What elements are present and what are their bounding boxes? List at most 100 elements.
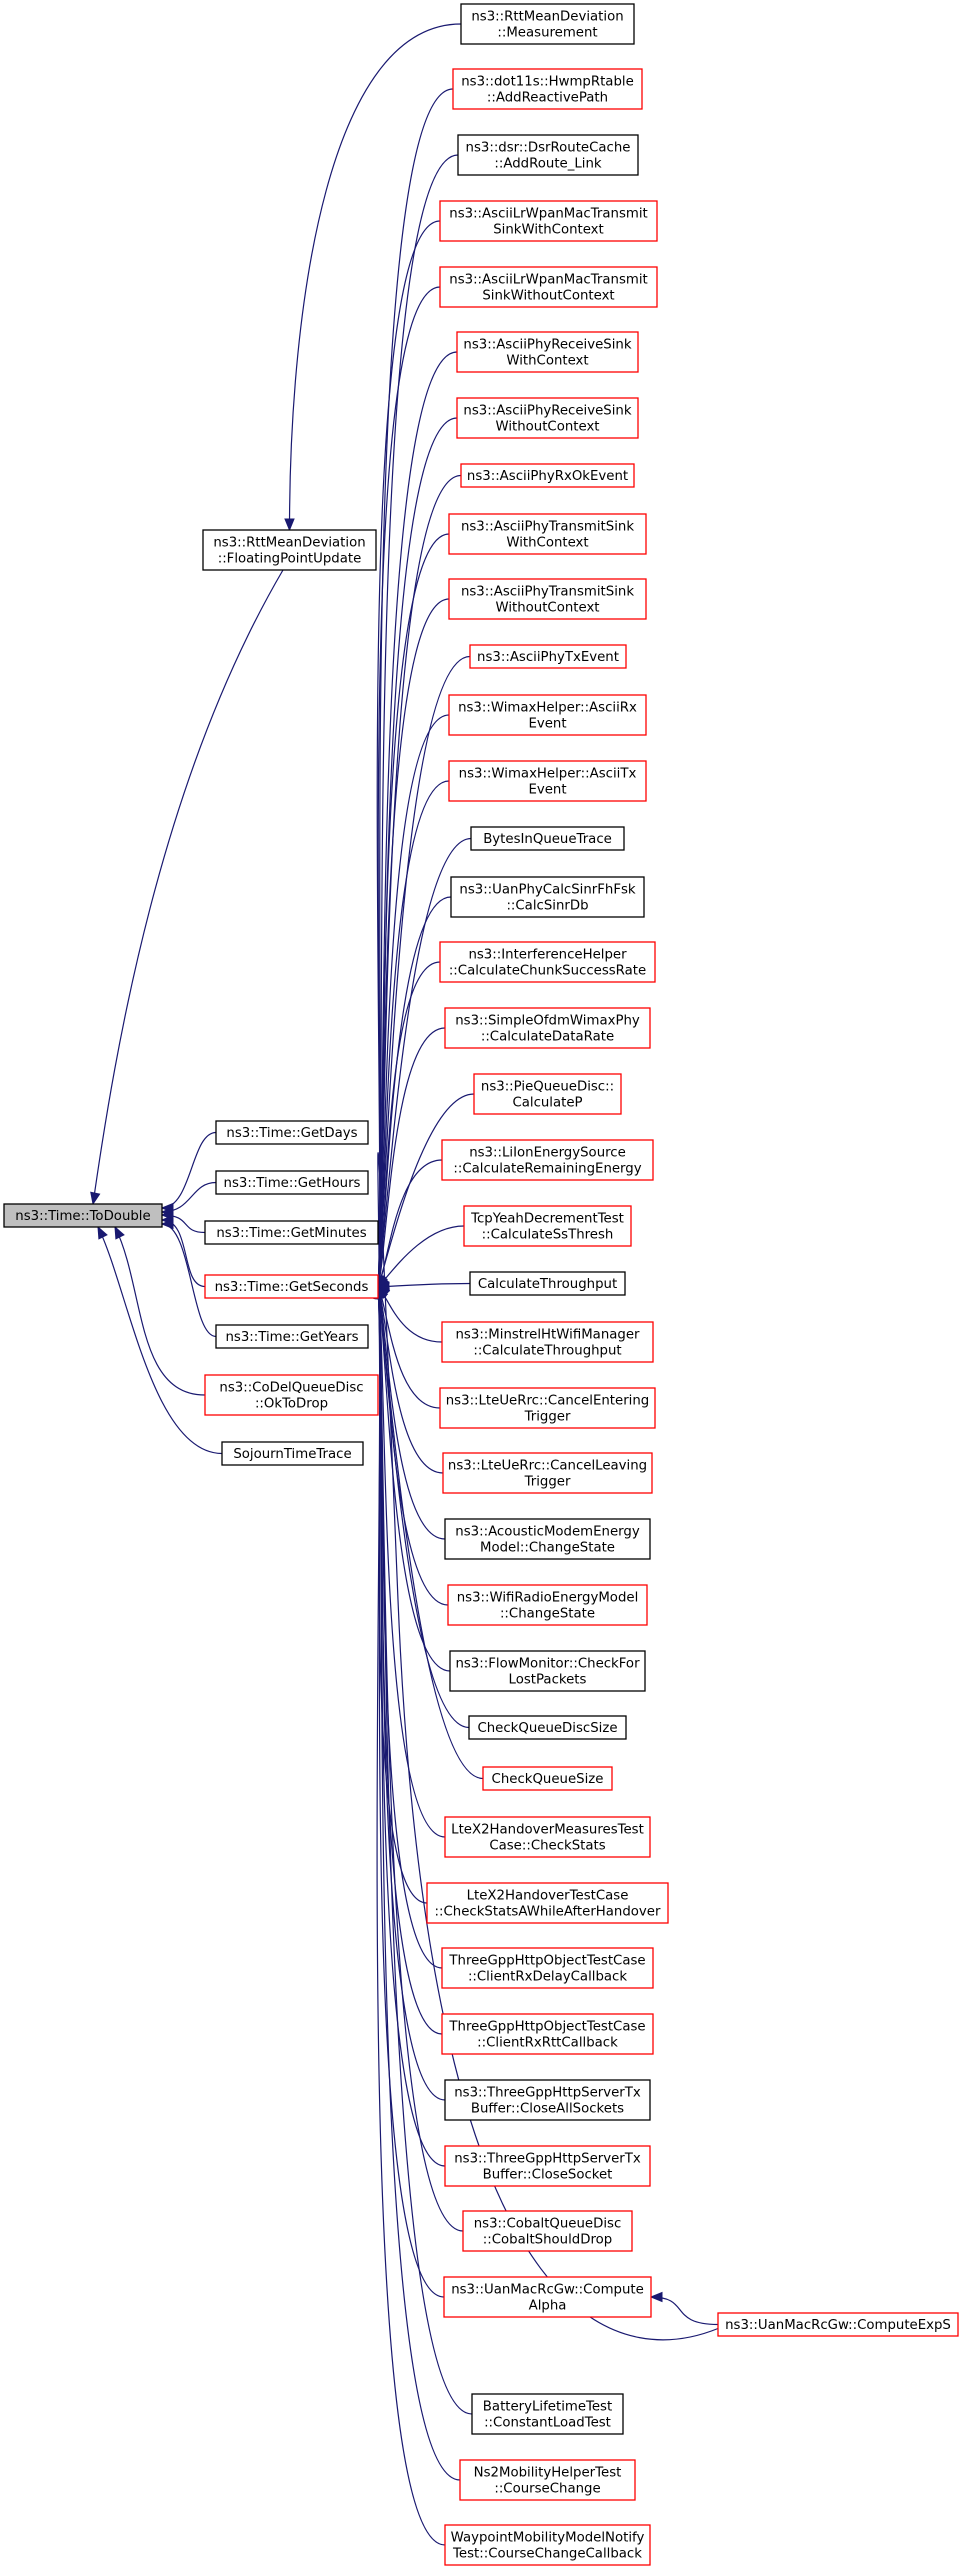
node-label: ns3::MinstrelHtWifiManager (456, 1328, 641, 1343)
node-box (462, 2210, 633, 2252)
node-sojourntimetrace[interactable]: SojournTimeTrace (221, 1441, 364, 1466)
node-label: ns3::dsr::DsrRouteCache (466, 141, 631, 156)
node-ns3-time-todouble[interactable]: ns3::Time::ToDouble (3, 1203, 163, 1228)
node-label: ns3::WimaxHelper::AsciiTx (459, 767, 637, 782)
node-ns3-interferencehelper-calculatechunksuccessrate[interactable]: ns3::InterferenceHelper::CalculateChunkS… (439, 941, 656, 983)
node-ns2mobilityhelpertest-coursechange[interactable]: Ns2MobilityHelperTest::CourseChange (459, 2459, 636, 2501)
node-threegpphttpobjecttestcase-clientrxdelaycallback[interactable]: ThreeGppHttpObjectTestCase::ClientRxDela… (441, 1947, 654, 1989)
node-ns3-rttmeandeviation-floatingpointupdate[interactable]: ns3::RttMeanDeviation::FloatingPointUpda… (202, 529, 377, 571)
node-box (473, 1073, 622, 1115)
node-box (441, 1947, 654, 1989)
node-box (441, 1139, 654, 1181)
edge-getyears-to-todouble (161, 1223, 217, 1338)
edge-c2-to-getseconds (377, 154, 459, 1288)
graph-edges (90, 23, 719, 2546)
node-ns3-asciiphyrxokevent[interactable]: ns3::AsciiPhyRxOkEvent (460, 463, 635, 488)
node-label: ns3::AsciiPhyReceiveSink (463, 404, 631, 419)
edge-c28-to-getseconds (377, 1286, 484, 1780)
edge-c37-to-getseconds (377, 1152, 719, 2341)
node-box (443, 2276, 652, 2318)
node-calculatethroughput[interactable]: CalculateThroughput (469, 1271, 626, 1296)
node-ns3-uanmacrcgw-computeexps[interactable]: ns3::UanMacRcGw::ComputeExpS (717, 2312, 959, 2337)
node-ns3-threegpphttpservertxbuffer-closeallsockets[interactable]: ns3::ThreeGppHttpServerTxBuffer::CloseAl… (444, 2079, 651, 2121)
edge-c39-to-getseconds (377, 1286, 461, 2481)
node-box (444, 2079, 651, 2121)
node-ns3-codelqueuedisc-oktodrop[interactable]: ns3::CoDelQueueDisc::OkToDrop (204, 1374, 379, 1416)
node-label: ns3::Time::GetMinutes (216, 1226, 366, 1241)
node-label: ::CalculateSsThresh (482, 1228, 614, 1243)
node-label: WithoutContext (495, 601, 599, 616)
node-ns3-simpleofdmwimaxphy-calculatedatarate[interactable]: ns3::SimpleOfdmWimaxPhy::CalculateDataRa… (444, 1007, 651, 1049)
node-ns3-cobaltqueuedisc-cobaltshoulddrop[interactable]: ns3::CobaltQueueDisc::CobaltShouldDrop (462, 2210, 633, 2252)
node-label: ns3::UanPhyCalcSinrFhFsk (459, 883, 636, 898)
node-box (447, 1584, 648, 1626)
node-box (426, 1882, 669, 1924)
node-label: ns3::AsciiPhyTransmitSink (461, 585, 634, 600)
node-label: ::ConstantLoadTest (484, 2416, 611, 2431)
node-label: CalculateThroughput (478, 1277, 617, 1292)
node-ns3-asciilrwpanmactransmitsinkwithoutcontext[interactable]: ns3::AsciiLrWpanMacTransmitSinkWithoutCo… (439, 266, 658, 308)
node-ns3-liionenergysource-calculateremainingenergy[interactable]: ns3::LiIonEnergySource::CalculateRemaini… (441, 1139, 654, 1181)
node-threegpphttpobjecttestcase-clientrxrttcallback[interactable]: ThreeGppHttpObjectTestCase::ClientRxRttC… (441, 2013, 654, 2055)
node-label: SojournTimeTrace (233, 1447, 351, 1462)
node-ns3-piequeuedisc-calculatep[interactable]: ns3::PieQueueDisc::CalculateP (473, 1073, 622, 1115)
node-tcpyeahdecrementtest-calculatessthresh[interactable]: TcpYeahDecrementTest::CalculateSsThresh (463, 1205, 632, 1247)
node-ns3-dsr-dsrroutecache-addroute-link[interactable]: ns3::dsr::DsrRouteCache::AddRoute_Link (457, 134, 639, 176)
node-box (463, 1205, 632, 1247)
edge-c18-to-getseconds (377, 1159, 443, 1288)
node-box (444, 2145, 651, 2187)
node-box (471, 2393, 624, 2435)
node-batterylifetimetest-constantloadtest[interactable]: BatteryLifetimeTest::ConstantLoadTest (471, 2393, 624, 2435)
node-label: ::Measurement (497, 26, 597, 41)
node-bytesinqueuetrace[interactable]: BytesInQueueTrace (470, 826, 625, 851)
node-ns3-minstrelhtwifimanager-calculatethroughput[interactable]: ns3::MinstrelHtWifiManager::CalculateThr… (441, 1321, 654, 1363)
node-checkqueuesize[interactable]: CheckQueueSize (482, 1766, 613, 1791)
node-ns3-dot11s-hwmprtable-addreactivepath[interactable]: ns3::dot11s::HwmpRtable::AddReactivePath (452, 68, 643, 110)
node-label: ::CourseChange (494, 2482, 600, 2497)
node-label: ns3::RttMeanDeviation (213, 536, 365, 551)
node-box (717, 2312, 959, 2337)
node-box (215, 1324, 369, 1349)
node-checkqueuediscsize[interactable]: CheckQueueDiscSize (468, 1715, 627, 1740)
node-ns3-wifiradioenergymodel-changestate[interactable]: ns3::WifiRadioEnergyModel::ChangeState (447, 1584, 648, 1626)
node-label: ns3::Time::GetHours (224, 1176, 361, 1191)
node-ns3-time-getseconds[interactable]: ns3::Time::GetSeconds (204, 1274, 379, 1299)
node-label: Trigger (524, 1475, 571, 1490)
node-box (444, 1816, 651, 1858)
node-ns3-time-getminutes[interactable]: ns3::Time::GetMinutes (204, 1220, 379, 1245)
node-label: Buffer::CloseAllSockets (471, 2102, 624, 2117)
node-ltex2handovertestcase-checkstatsawhileafterhandover[interactable]: LteX2HandoverTestCase::CheckStatsAWhileA… (426, 1882, 669, 1924)
node-ns3-rttmeandeviation-measurement[interactable]: ns3::RttMeanDeviation::Measurement (460, 3, 635, 45)
edge-codel-to-todouble-arrowhead (114, 1225, 125, 1240)
graph-nodes: ns3::Time::ToDouble ns3::RttMeanDeviation… (3, 3, 959, 2566)
edge-c24-to-getseconds (377, 1286, 446, 1540)
node-label: ns3::ThreeGppHttpServerTx (454, 2152, 641, 2167)
node-label: LteX2HandoverTestCase (467, 1889, 629, 1904)
node-ns3-threegpphttpservertxbuffer-closesocket[interactable]: ns3::ThreeGppHttpServerTxBuffer::CloseSo… (444, 2145, 651, 2187)
edge-floatpoint-to-todouble-arrowhead (90, 1191, 101, 1206)
edge-floatpoint-to-todouble (92, 569, 284, 1205)
node-label: Event (528, 783, 566, 798)
node-waypointmobilitymodelnotifytest-coursechangecallback[interactable]: WaypointMobilityModelNotifyTest::CourseC… (444, 2524, 651, 2566)
node-ns3-time-getyears[interactable]: ns3::Time::GetYears (215, 1324, 369, 1349)
node-label: ns3::Time::GetSeconds (215, 1280, 369, 1295)
node-label: ::CalcSinrDb (506, 899, 588, 914)
edge-sojourn-to-todouble (97, 1226, 223, 1455)
node-ns3-asciilrwpanmactransmitsinkwithcontext[interactable]: ns3::AsciiLrWpanMacTransmitSinkWithConte… (439, 200, 658, 242)
node-ns3-uanphycalcsinrfhfsk-calcsinrdb[interactable]: ns3::UanPhyCalcSinrFhFsk::CalcSinrDb (450, 876, 645, 918)
node-ns3-asciiphytxevent[interactable]: ns3::AsciiPhyTxEvent (469, 644, 627, 669)
node-ns3-acousticmodemenergymodel-changestate[interactable]: ns3::AcousticModemEnergyModel::ChangeSta… (444, 1518, 651, 1560)
node-ns3-time-getdays[interactable]: ns3::Time::GetDays (215, 1120, 369, 1145)
node-ns3-time-gethours[interactable]: ns3::Time::GetHours (215, 1170, 369, 1195)
node-ltex2handovermeasurestestcase-checkstats[interactable]: LteX2HandoverMeasuresTestCase::CheckStat… (444, 1816, 651, 1858)
